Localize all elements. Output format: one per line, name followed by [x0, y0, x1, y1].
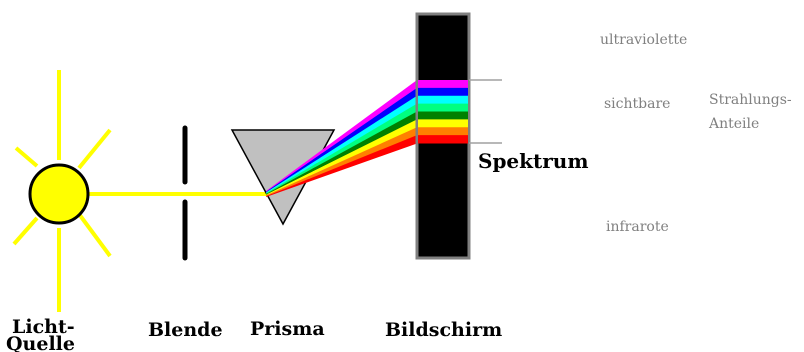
light-source-sun	[28, 163, 90, 225]
spectrum-bands	[418, 80, 468, 144]
label-light-source-line2: Quelle	[6, 333, 75, 352]
label-radiation-line1: Strahlungs-	[709, 92, 792, 108]
dispersion-fan	[266, 80, 417, 197]
label-screen: Bildschirm	[385, 319, 502, 341]
fan-band-magenta	[266, 80, 417, 192]
region-separators	[469, 79, 502, 144]
label-visible: sichtbare	[604, 96, 670, 112]
fan-band-green-dark	[266, 111, 417, 195]
label-radiation-line2: Anteile	[708, 116, 759, 132]
fan-band-blue	[266, 87, 417, 193]
fan-band-red	[266, 135, 417, 197]
fan-band-green-light	[266, 103, 417, 194]
spectrum-band-orange	[418, 127, 468, 136]
label-aperture: Blende	[148, 319, 223, 341]
label-prism: Prisma	[250, 318, 325, 340]
light-source-rays	[12, 70, 112, 312]
label-infrared: infrarote	[606, 219, 669, 235]
spectrum-band-green-dark	[418, 111, 468, 120]
fan-band-cyan	[266, 95, 417, 194]
label-light-source-line1: Licht-	[12, 316, 75, 338]
spectrum-band-magenta	[418, 80, 468, 89]
label-spectrum: Spektrum	[478, 149, 589, 173]
fan-band-orange	[266, 127, 417, 197]
spectrum-band-cyan	[418, 95, 468, 105]
fan-band-yellow	[266, 119, 417, 196]
spectrum-band-blue	[418, 87, 468, 97]
label-ultraviolet: ultraviolette	[600, 32, 687, 48]
spectrum-band-yellow	[418, 119, 468, 128]
spectrum-band-red	[418, 135, 468, 144]
spectrum-band-green-light	[418, 103, 468, 112]
